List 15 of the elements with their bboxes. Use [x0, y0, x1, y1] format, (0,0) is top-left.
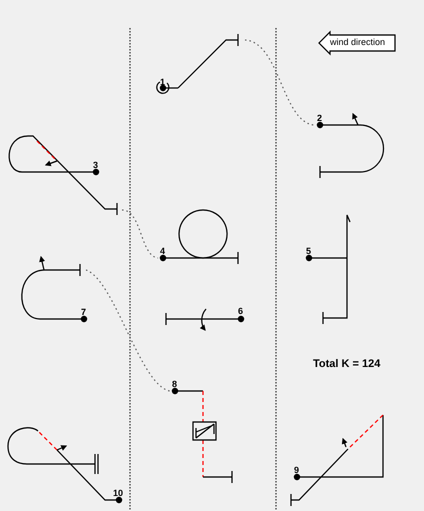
connector-line — [122, 209, 158, 259]
connector-line — [244, 39, 314, 126]
total-score-text: Total K = 124 — [313, 358, 380, 370]
figure-number: 10 — [113, 489, 124, 498]
figure-number: 9 — [294, 466, 300, 475]
figure-number: 1 — [160, 78, 166, 87]
figure-number: 6 — [238, 307, 244, 316]
figure-number: 2 — [317, 114, 322, 123]
figure-number: 5 — [306, 247, 312, 256]
arrow-label: wind direction — [330, 38, 386, 47]
figure-number: 4 — [160, 247, 166, 256]
figure-number: 3 — [93, 161, 98, 170]
figure-number: 8 — [172, 380, 178, 389]
connector-line — [86, 270, 170, 392]
figure-number: 7 — [81, 308, 86, 317]
